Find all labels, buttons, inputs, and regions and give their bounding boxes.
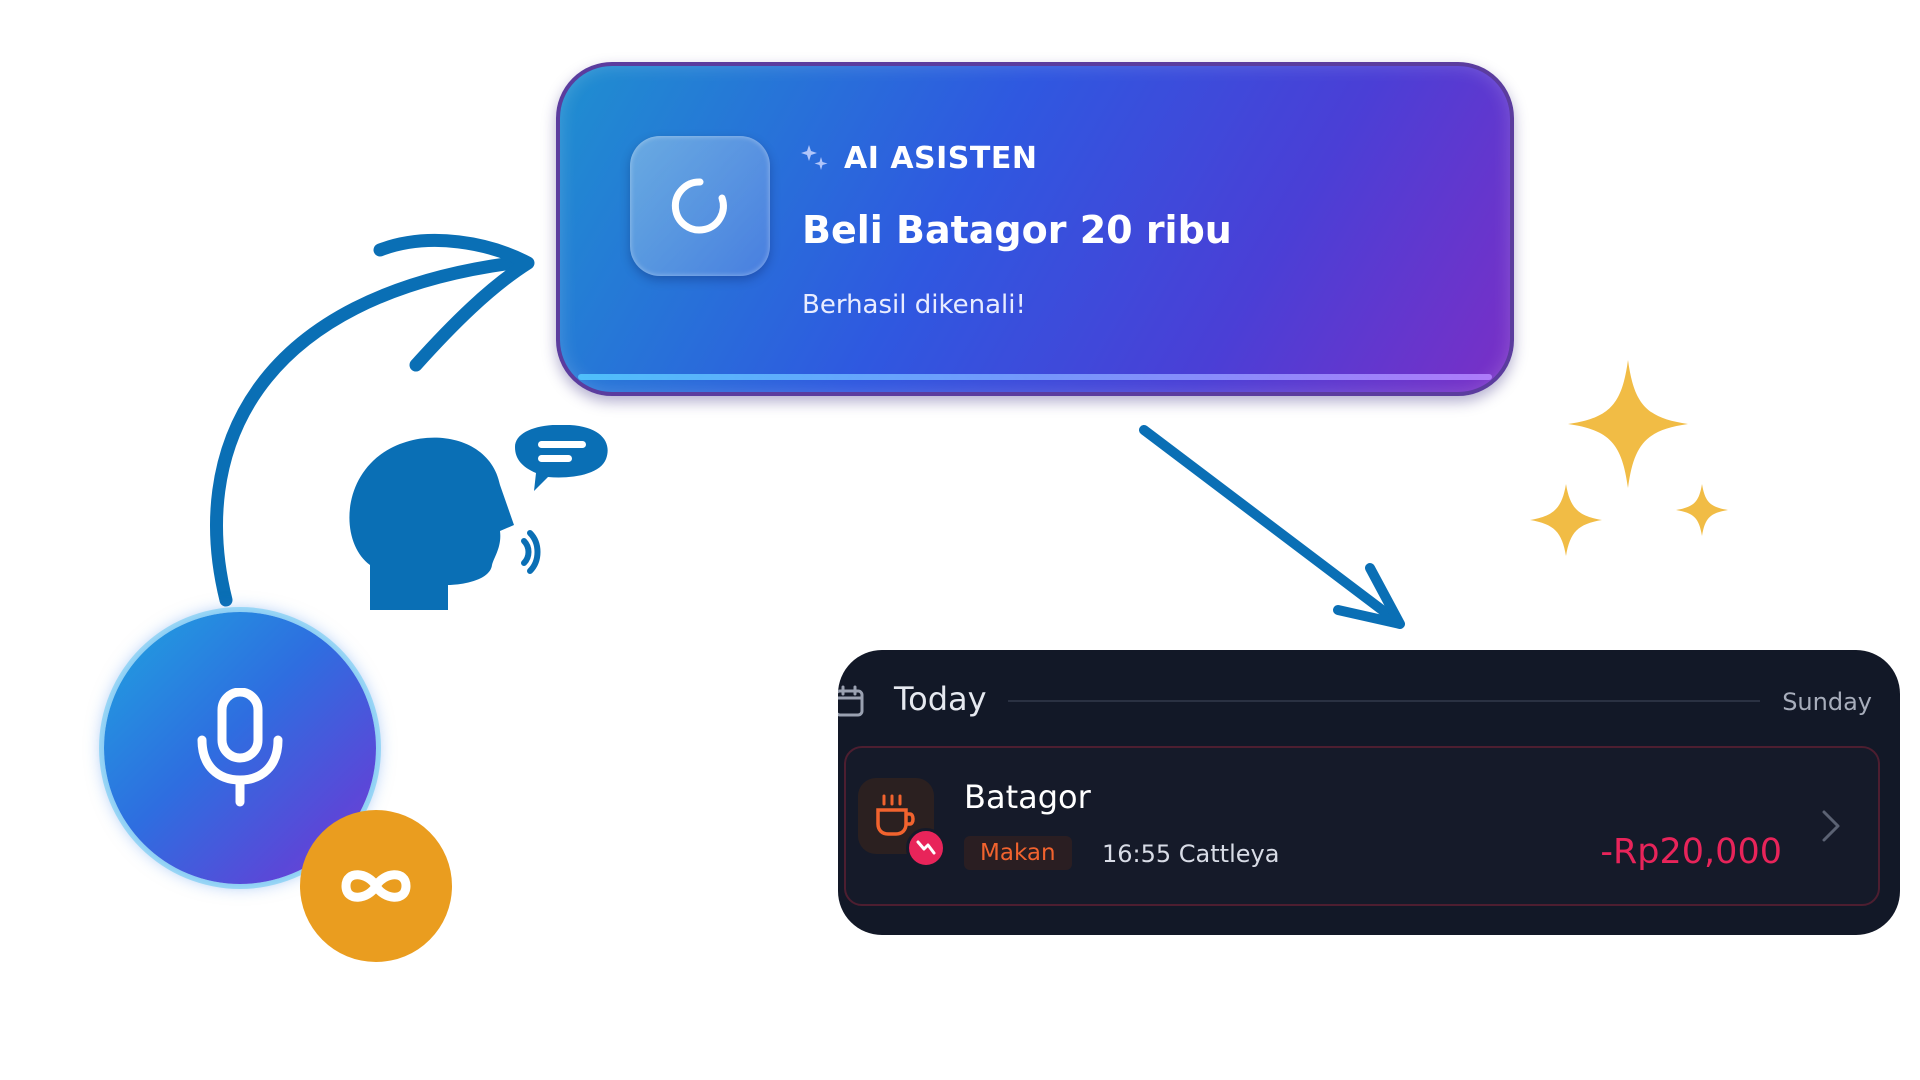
ai-assistant-card: AI ASISTEN Beli Batagor 20 ribu Berhasil…: [556, 62, 1514, 396]
transaction-name: Batagor: [964, 778, 1091, 816]
ai-label-row: AI ASISTEN: [800, 138, 1037, 178]
transaction-list-card: Today Sunday Batagor Makan 16:55 Cattley…: [838, 650, 1900, 935]
recognition-status: Berhasil dikenali!: [802, 290, 1026, 320]
calendar-icon: [838, 685, 864, 717]
section-title-today: Today: [894, 680, 987, 718]
expense-arrow-icon: [916, 840, 936, 855]
transaction-row[interactable]: Batagor Makan 16:55 Cattleya -Rp20,000: [844, 746, 1880, 906]
loading-spinner-icon: [671, 178, 727, 234]
transaction-amount: -Rp20,000: [1600, 832, 1782, 872]
progress-glow-bar: [578, 374, 1492, 380]
flow-arrow-to-assistant: [210, 234, 535, 607]
header-divider: [1008, 700, 1760, 702]
speaking-person-icon: [349, 425, 608, 610]
weekday-label: Sunday: [1782, 688, 1872, 716]
ai-status-icon-box: [630, 136, 770, 276]
unlimited-badge: [300, 810, 452, 962]
microphone-icon: [197, 688, 283, 807]
category-tag: Makan: [964, 836, 1072, 870]
ai-assistant-label: AI ASISTEN: [844, 140, 1038, 176]
recognized-command: Beli Batagor 20 ribu: [802, 208, 1232, 252]
chevron-right-icon[interactable]: [1820, 808, 1842, 844]
expense-badge: [906, 828, 946, 868]
infinity-icon: [341, 870, 411, 902]
coffee-cup-icon: [876, 794, 915, 836]
day-header: Today Sunday: [838, 676, 1900, 726]
flow-arrow-to-transaction: [1139, 425, 1405, 629]
sparkle-small-icon: [801, 145, 828, 170]
transaction-time-wallet: 16:55 Cattleya: [1102, 840, 1280, 868]
sparkle-icon: [1530, 360, 1728, 556]
